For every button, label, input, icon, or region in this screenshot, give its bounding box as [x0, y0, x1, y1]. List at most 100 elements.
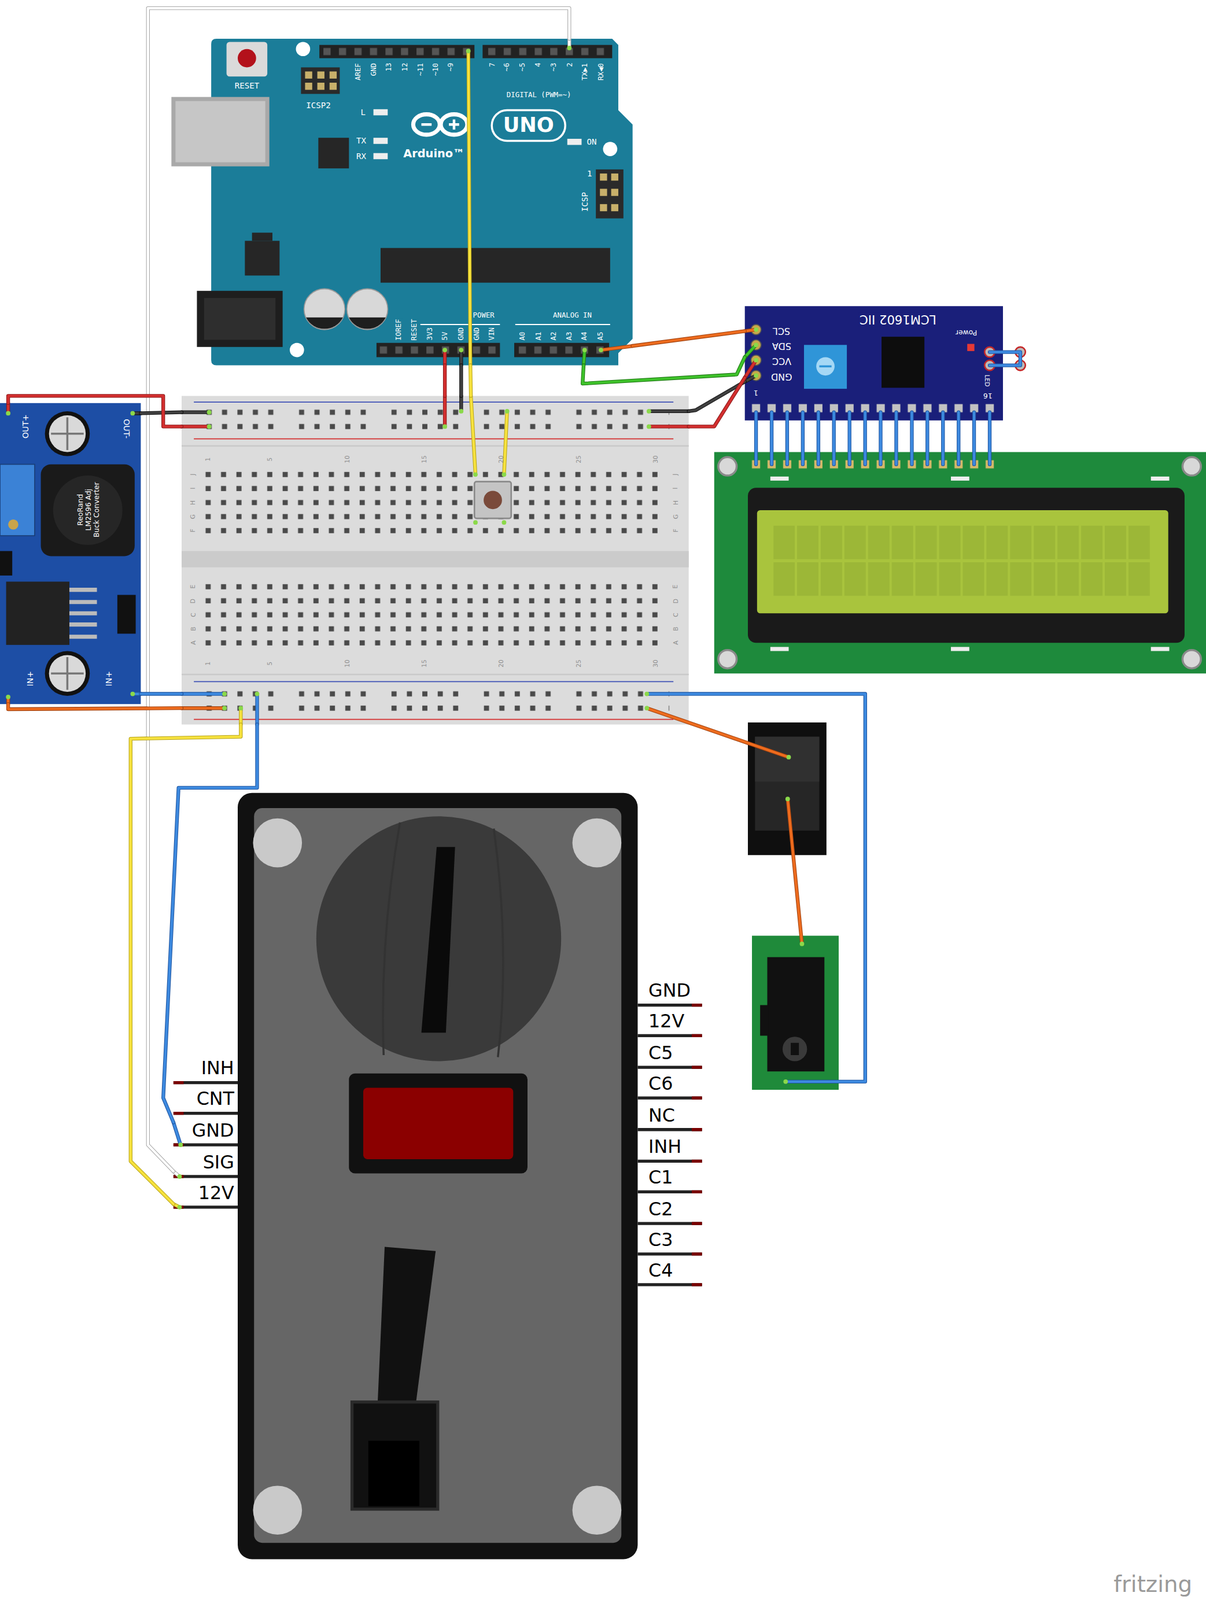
pin-label: ON: [586, 137, 598, 147]
pin-label: 16: [982, 391, 994, 400]
wire: [132, 352, 1021, 1146]
arduino-board: [319, 45, 475, 59]
wire: [132, 349, 756, 413]
wire-outline: [8, 395, 182, 427]
lcd-display: [770, 646, 789, 651]
lcd-display: [718, 456, 737, 476]
arduino-board: [175, 101, 265, 163]
wire-outline: [459, 365, 463, 397]
pushbutton: [474, 481, 512, 519]
arduino-board: [421, 119, 460, 130]
lcd-display: [714, 451, 1206, 674]
rocker-switch: [754, 736, 820, 831]
pin-label: VIN: [487, 326, 496, 341]
wire: [173, 38, 570, 1177]
pin-label: Arduino™: [402, 147, 465, 161]
coin-acceptor: [368, 1440, 420, 1507]
i2c-backpack: [819, 365, 832, 368]
coin-acceptor: [252, 818, 302, 868]
wire-end: [178, 1142, 183, 1148]
wire-outline: [688, 381, 746, 412]
wire-outline: [632, 330, 746, 346]
pin-label: C5: [647, 1042, 674, 1064]
wire-end: [598, 347, 604, 353]
lcd-display: [1151, 476, 1170, 481]
pin-label: LCM1602 IIC: [858, 312, 938, 327]
wire: [132, 352, 1021, 1146]
buck-converter: [50, 417, 84, 451]
pin-label: 13: [384, 62, 393, 73]
arduino-board: [599, 188, 607, 196]
arduino-board: [329, 82, 337, 90]
pin-label: Power: [954, 328, 978, 337]
pin-label: CNT: [196, 1088, 235, 1110]
arduino-board: [420, 323, 611, 326]
rocker-switch: [747, 722, 827, 855]
arduino-board: [289, 343, 305, 358]
arduino-board: [373, 153, 389, 160]
wire: [173, 38, 570, 1177]
buck-converter: [0, 551, 13, 576]
pin-label: NC: [647, 1104, 676, 1127]
pin-label: ~6: [503, 62, 512, 73]
grid-label: I: [189, 487, 197, 490]
wire-end: [785, 796, 791, 802]
coin-acceptor: [173, 1005, 703, 1285]
wire-end: [786, 754, 792, 760]
buck-converter: [117, 594, 136, 634]
breadboard: 151015202530JIHGFJIHGFEDCBAEDCBA15101520…: [181, 395, 689, 725]
pin-label: ~10: [431, 62, 440, 77]
breadboard: [181, 445, 689, 675]
grid-label: J: [189, 473, 197, 477]
wire-end: [442, 424, 448, 430]
grid-label: 10: [343, 454, 351, 464]
coin-acceptor: [382, 822, 504, 1058]
arduino-board: [373, 109, 389, 116]
wire-core: [688, 381, 746, 412]
dc-jack: [790, 1042, 799, 1056]
dc-jack: [766, 957, 825, 1072]
pin-label: RESET: [234, 80, 260, 91]
pin-label: TX: [355, 135, 367, 146]
arduino-board: [244, 240, 280, 276]
pin-label: GND: [369, 62, 378, 77]
arduino-board: [380, 248, 611, 283]
pin-label: C4: [647, 1259, 674, 1282]
wire: [470, 365, 472, 397]
grid-label: D: [672, 598, 680, 604]
i2c-backpack: [881, 336, 925, 388]
grid-label: 10: [343, 658, 351, 668]
wire-outline: [8, 703, 182, 710]
arduino-board: [318, 137, 349, 169]
pin-label: 3V3: [425, 326, 434, 341]
grid-label: 1: [204, 456, 212, 462]
wire-end: [458, 408, 464, 414]
pin-label: GND: [770, 371, 793, 382]
grid-label: 1: [204, 660, 212, 666]
grid-label: C: [189, 611, 197, 618]
wire-end: [222, 705, 227, 711]
buck-converter: [6, 581, 70, 645]
wire: [8, 329, 802, 944]
wire-end: [753, 373, 759, 378]
wire-outline: [130, 724, 241, 1204]
wire-end: [473, 519, 478, 525]
grid-label: E: [672, 584, 680, 590]
pin-label: RESET: [410, 318, 419, 341]
arduino-board: [514, 343, 610, 358]
wire-end: [502, 519, 507, 525]
wire: [582, 356, 745, 384]
pin-label: A3: [565, 330, 574, 341]
breadboard: [193, 402, 674, 682]
wire-end: [644, 705, 649, 711]
buck-converter: [0, 403, 141, 704]
wire-outline: [443, 365, 447, 397]
rocker-switch: [754, 736, 820, 783]
grid-label: H: [189, 499, 197, 506]
wire: [8, 329, 802, 944]
arduino-board: [319, 45, 475, 59]
wire-end: [442, 347, 448, 353]
